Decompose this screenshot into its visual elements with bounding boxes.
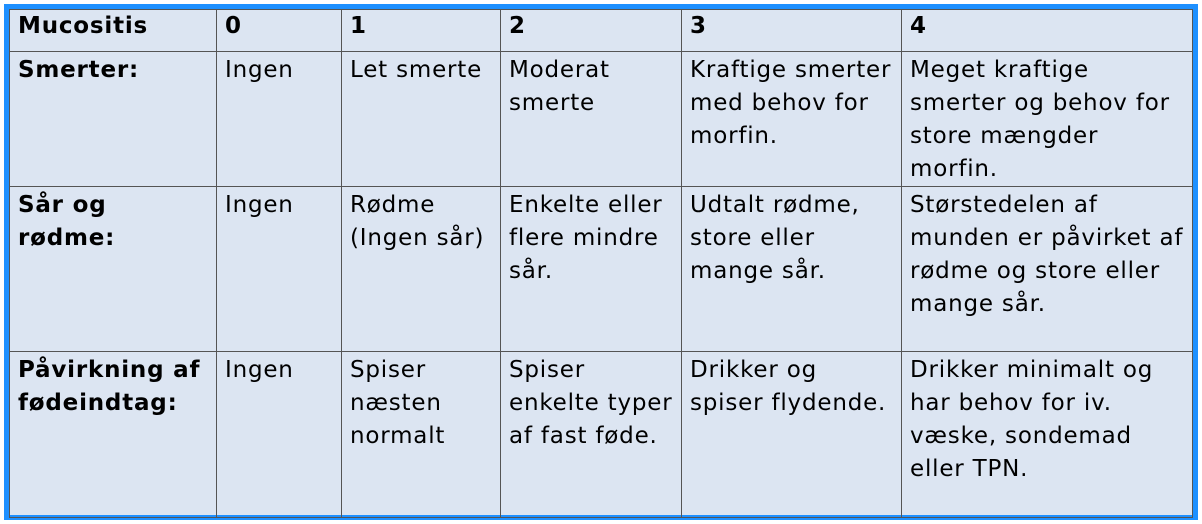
table-cell: Drikker minimalt og har behov for iv. væ… <box>901 351 1193 518</box>
table-cell: Drikker og spiser flydende. <box>681 351 902 518</box>
table-cell: Størstedelen af munden er påvirket af rø… <box>901 186 1193 352</box>
mucositis-table-frame: Mucositis 0 1 2 3 4 Smerter: Ingen Let s… <box>4 4 1198 520</box>
table-cell: Let smerte <box>341 51 501 187</box>
table-cell: Meget kraftige smerter og behov for stor… <box>901 51 1193 187</box>
header-grade-2: 2 <box>500 9 682 52</box>
table-cell: Spiser næsten normalt <box>341 351 501 518</box>
table-cell: Spiser enkelte typer af fast føde. <box>500 351 682 518</box>
table-cell: Moderat smerte <box>500 51 682 187</box>
row-label-paavirkning-af-foedeindtag: Påvirkning af fødeindtag: <box>9 351 217 518</box>
header-grade-3: 3 <box>681 9 902 52</box>
header-grade-1: 1 <box>341 9 501 52</box>
table-row-paavirkning-af-foedeindtag: Påvirkning af fødeindtag: Ingen Spiser n… <box>9 351 1193 518</box>
header-mucositis: Mucositis <box>9 9 217 52</box>
table-cell: Ingen <box>216 51 342 187</box>
table-cell: Kraftige smerter med behov for morfin. <box>681 51 902 187</box>
table-cell: Udtalt rødme, store eller mange sår. <box>681 186 902 352</box>
table-row-saar-og-roedme: Sår og rødme: Ingen Rødme (Ingen sår) En… <box>9 186 1193 352</box>
row-label-smerter: Smerter: <box>9 51 217 187</box>
table-cell: Enkelte eller flere mindre sår. <box>500 186 682 352</box>
header-grade-0: 0 <box>216 9 342 52</box>
table-cell: Rødme (Ingen sår) <box>341 186 501 352</box>
mucositis-grading-table: Mucositis 0 1 2 3 4 Smerter: Ingen Let s… <box>9 9 1193 518</box>
row-label-saar-og-roedme: Sår og rødme: <box>9 186 217 352</box>
table-header-row: Mucositis 0 1 2 3 4 <box>9 9 1193 52</box>
table-row-smerter: Smerter: Ingen Let smerte Moderat smerte… <box>9 51 1193 187</box>
table-cell: Ingen <box>216 351 342 518</box>
header-grade-4: 4 <box>901 9 1193 52</box>
table-cell: Ingen <box>216 186 342 352</box>
